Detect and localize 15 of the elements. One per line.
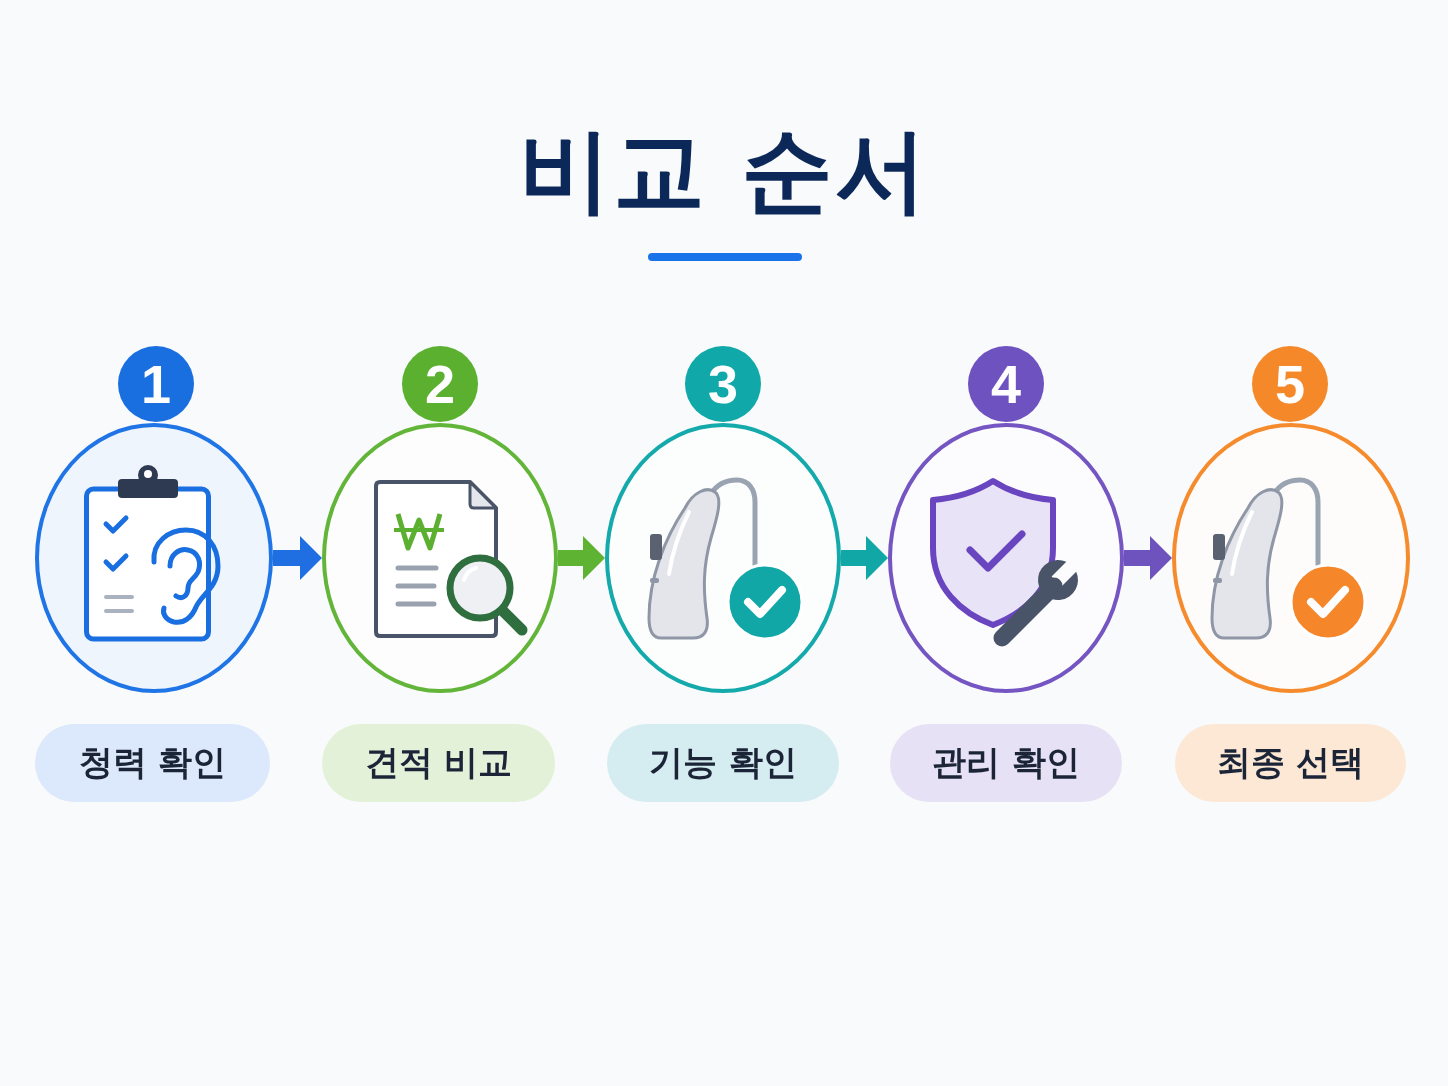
- step-number: 4: [968, 346, 1044, 422]
- step-label: 견적 비교: [322, 724, 555, 802]
- step-label: 관리 확인: [890, 724, 1122, 802]
- step-label: 최종 선택: [1175, 724, 1406, 802]
- title: 비교 순서: [519, 116, 929, 226]
- step-label: 청력 확인: [35, 724, 270, 802]
- arrow: [841, 536, 888, 580]
- step-number: 1: [118, 346, 194, 422]
- arrow: [1124, 536, 1172, 580]
- arrow: [273, 536, 322, 580]
- arrow: [558, 536, 605, 580]
- step-number: 3: [685, 346, 761, 422]
- step-number: 5: [1252, 346, 1328, 422]
- step-label: 기능 확인: [607, 724, 839, 802]
- step-number: 2: [402, 346, 478, 422]
